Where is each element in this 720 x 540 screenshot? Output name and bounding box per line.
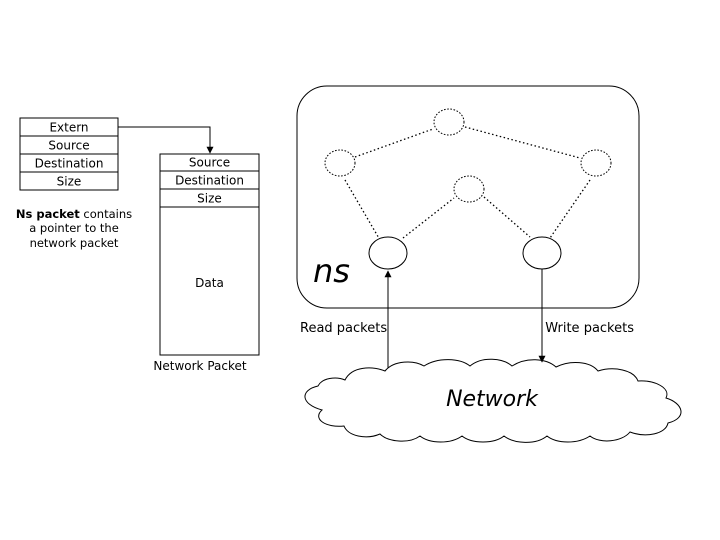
- network-packet-data-label: Data: [195, 276, 224, 290]
- network-packet-field-source: Source: [189, 156, 230, 170]
- ns-packet-caption-rest: contains: [80, 207, 132, 221]
- topology-link: [402, 197, 455, 239]
- topology-links: [344, 126, 591, 241]
- topology-node: [433, 108, 465, 136]
- network-packet-outline: [159, 153, 260, 356]
- network-label: Network: [446, 387, 539, 412]
- network-packet-field-destination: Destination: [175, 174, 244, 188]
- ns-packet-field-source: Source: [48, 139, 89, 153]
- ns-packet-caption-line1: Ns packet contains: [16, 207, 132, 221]
- write-packets-label: Write packets: [545, 321, 634, 336]
- topology-node: [324, 149, 356, 177]
- topology-node: [453, 175, 485, 203]
- ns-packet-caption-line3: network packet: [30, 236, 119, 250]
- topology-nodes: [324, 108, 612, 203]
- ns-packet-field-extern: Extern: [49, 121, 88, 135]
- network-packet-caption: Network Packet: [153, 359, 246, 373]
- extern-pointer-arrow: [118, 126, 214, 154]
- network-packet-field-size: Size: [197, 192, 222, 206]
- ns-label: ns: [313, 252, 350, 290]
- topology-node: [580, 149, 612, 177]
- ns-packet-caption: Ns packet contains a pointer to the netw…: [16, 207, 132, 250]
- write-tap-node: [522, 236, 562, 270]
- network-cloud: [304, 358, 682, 443]
- read-packets-label: Read packets: [300, 321, 387, 336]
- ns-packet-caption-bold: Ns packet: [16, 207, 80, 221]
- read-tap-node: [368, 236, 408, 270]
- ns-packet-table: Extern Source Destination Size: [19, 117, 119, 191]
- network-packet-table: Source Destination Size Data: [159, 153, 260, 356]
- ns-packet-field-destination: Destination: [35, 157, 104, 171]
- ns-packet-field-size: Size: [57, 175, 82, 189]
- ns-packet-caption-line2: a pointer to the: [29, 221, 119, 235]
- topology-link: [354, 128, 434, 158]
